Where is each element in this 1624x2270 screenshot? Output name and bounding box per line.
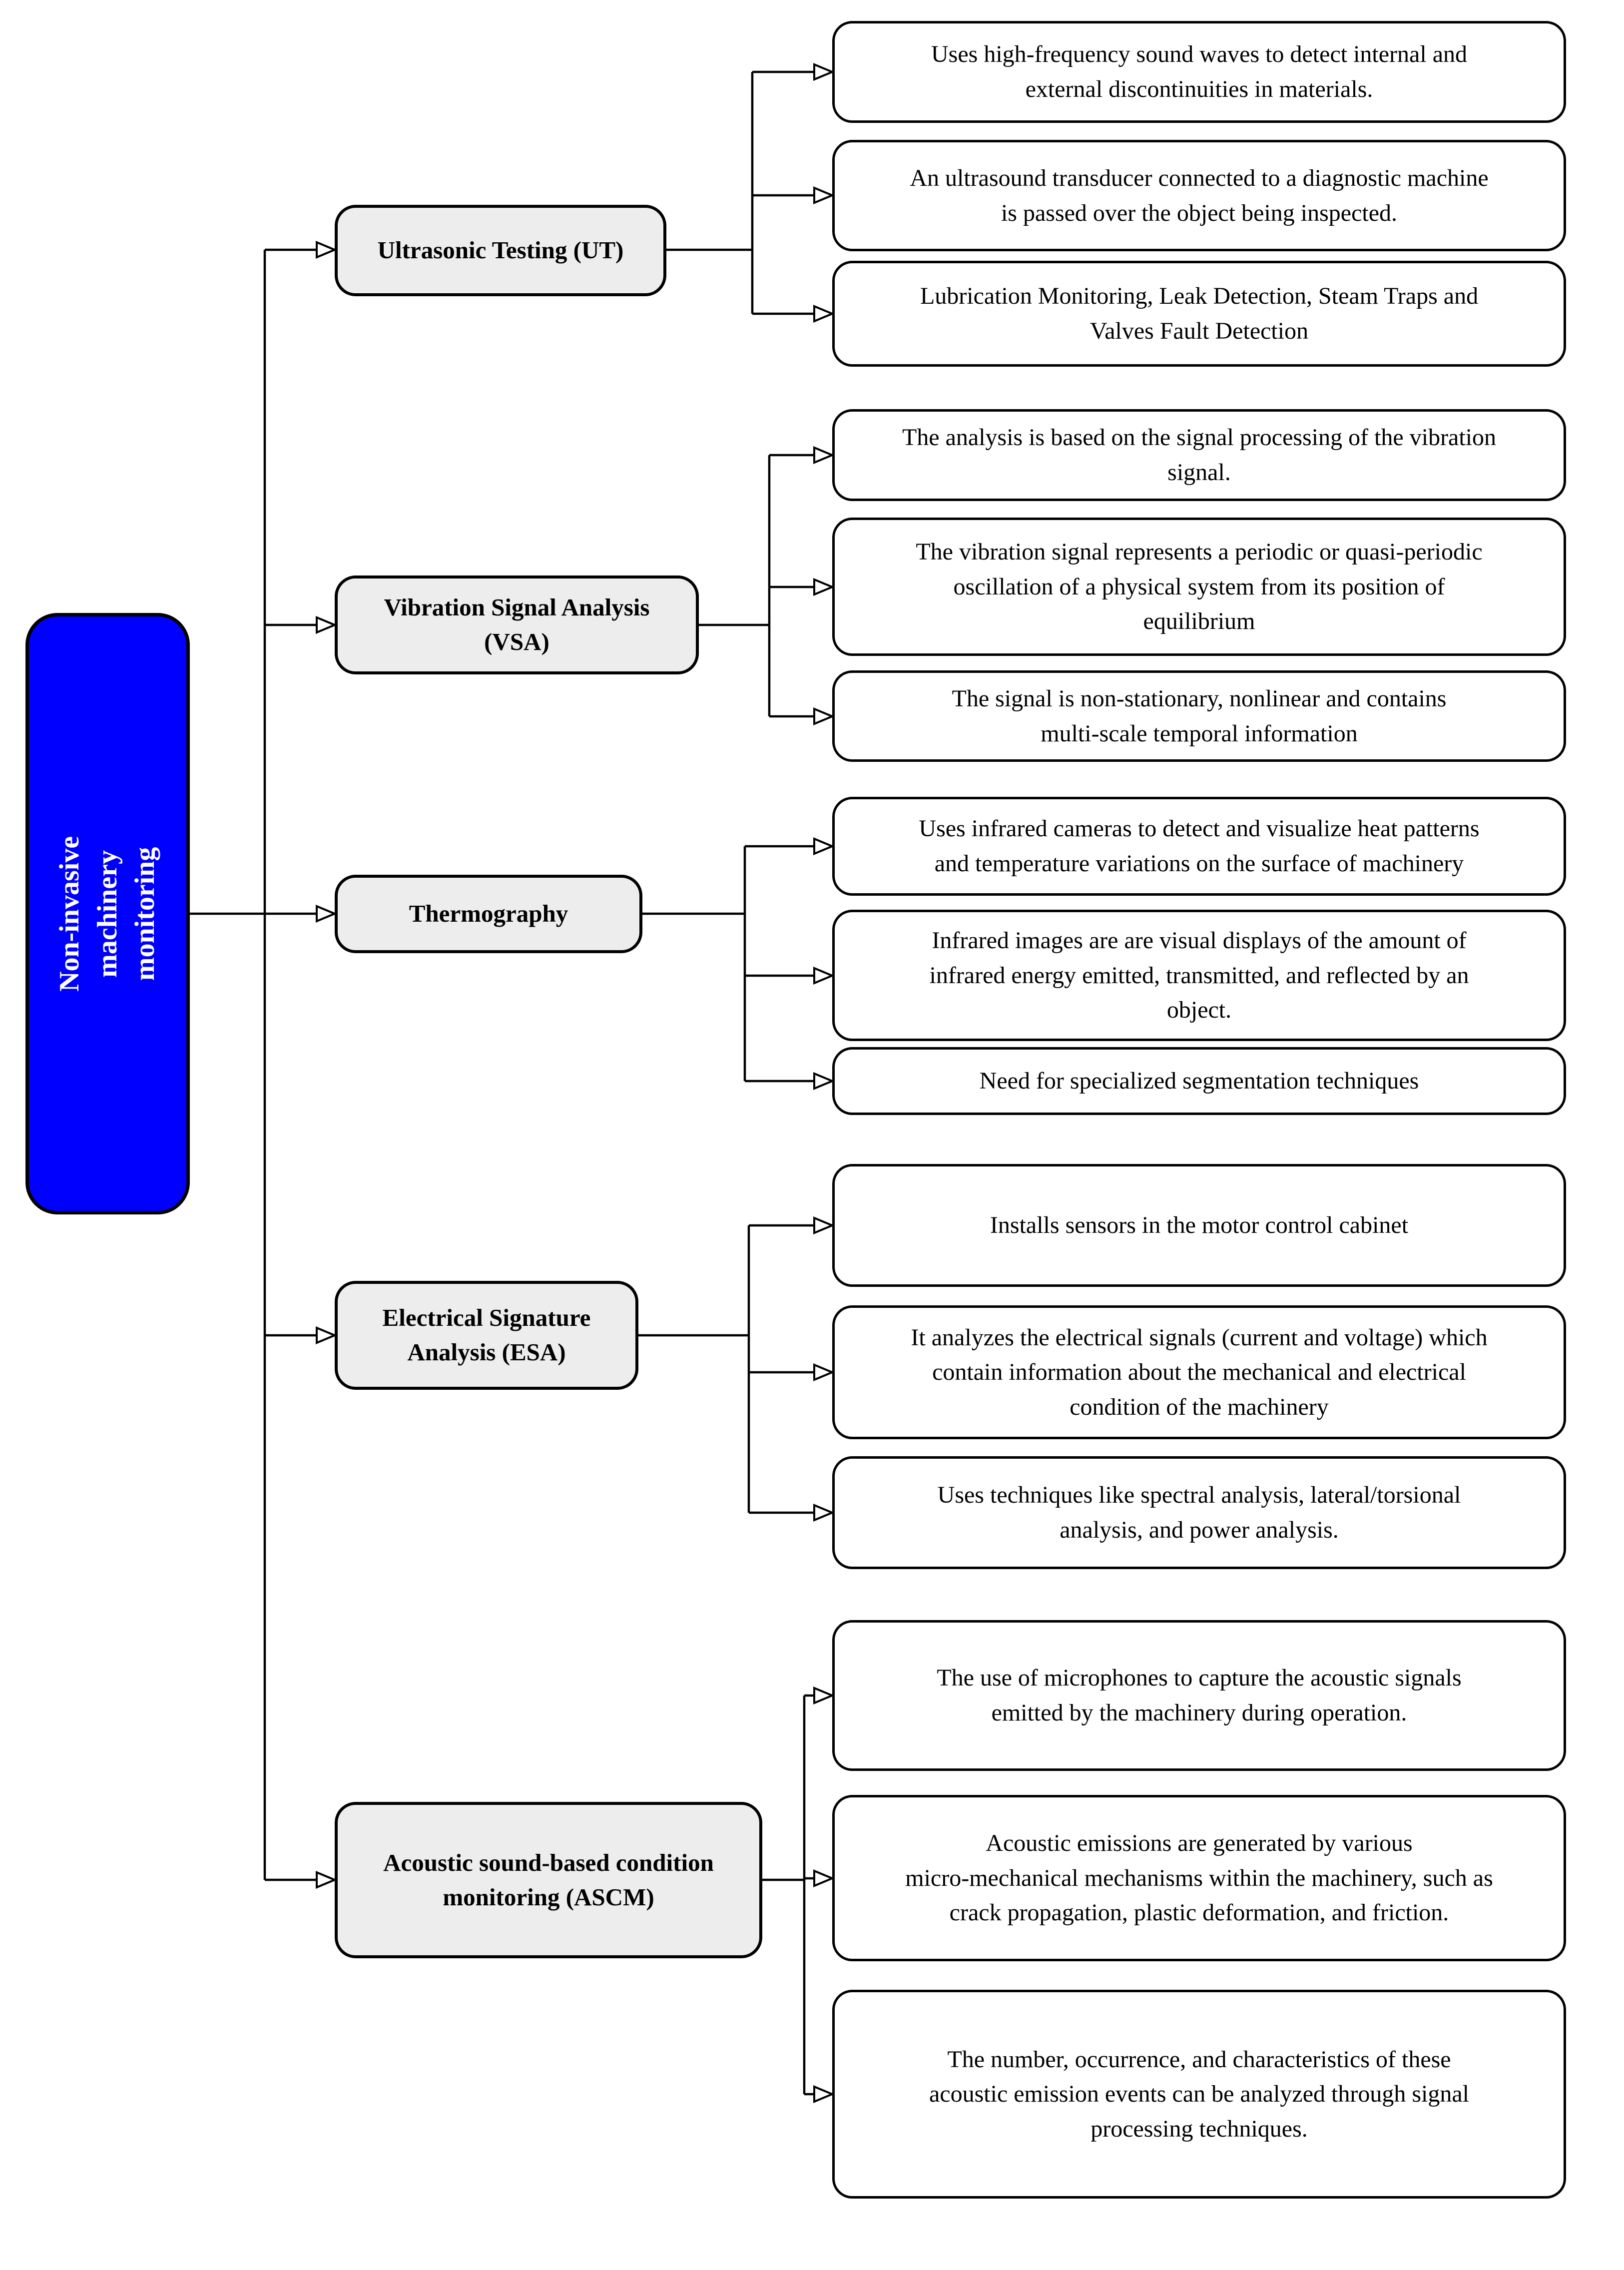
branch-label-acoustic-condition-monitoring: Acoustic sound-based condition monitorin… xyxy=(335,1802,762,1958)
arrowhead-icon xyxy=(813,1216,835,1234)
detail-box-ut-3: Lubrication Monitoring, Leak Detection, … xyxy=(832,261,1566,367)
detail-box-ascm-3: The number, occurrence, and characterist… xyxy=(832,1990,1566,2199)
arrowhead-icon xyxy=(813,578,835,596)
arrowhead-icon xyxy=(316,1871,338,1889)
detail-box-thermography-3: Need for specialized segmentation techni… xyxy=(832,1047,1566,1115)
detail-box-esa-1: Installs sensors in the motor control ca… xyxy=(832,1164,1566,1287)
detail-box-vsa-3: The signal is non-stationary, nonlinear … xyxy=(832,670,1566,762)
ut-subtree xyxy=(666,63,835,323)
esa-subtree xyxy=(638,1216,835,1522)
arrowhead-icon xyxy=(813,1687,835,1704)
detail-box-ut-2: An ultrasound transducer connected to a … xyxy=(832,140,1566,251)
arrowhead-icon xyxy=(316,616,338,634)
arrowhead-icon xyxy=(316,241,338,259)
root-node-label: Non-invasive machinery monitoring xyxy=(54,836,161,992)
ascm-subtree xyxy=(762,1687,835,2103)
branch-label-ultrasonic-testing: Ultrasonic Testing (UT) xyxy=(335,205,666,296)
arrowhead-icon xyxy=(813,707,835,725)
root-node: Non-invasive machinery monitoring xyxy=(25,613,190,1214)
arrowhead-icon xyxy=(813,1072,835,1090)
arrowhead-icon xyxy=(813,1869,835,1887)
detail-box-esa-3: Uses techniques like spectral analysis, … xyxy=(832,1456,1566,1569)
arrowhead-icon xyxy=(813,1504,835,1522)
detail-box-ascm-1: The use of microphones to capture the ac… xyxy=(832,1620,1566,1771)
detail-box-thermography-2: Infrared images are are visual displays … xyxy=(832,910,1566,1041)
branch-arrows xyxy=(265,241,338,1889)
thermography-subtree xyxy=(642,837,835,1090)
detail-box-ascm-2: Acoustic emissions are generated by vari… xyxy=(832,1795,1566,1961)
arrowhead-icon xyxy=(813,305,835,323)
arrowhead-icon xyxy=(813,2085,835,2103)
arrowhead-icon xyxy=(813,1363,835,1381)
detail-box-esa-2: It analyzes the electrical signals (curr… xyxy=(832,1305,1566,1439)
arrowhead-icon xyxy=(813,63,835,81)
arrowhead-icon xyxy=(316,1326,338,1344)
arrowhead-icon xyxy=(813,837,835,855)
branch-label-thermography: Thermography xyxy=(335,875,642,953)
branch-label-electrical-signature-analysis: Electrical Signature Analysis (ESA) xyxy=(335,1281,638,1390)
arrowhead-icon xyxy=(813,186,835,204)
arrowhead-icon xyxy=(316,905,338,923)
arrowhead-icon xyxy=(813,446,835,464)
detail-box-thermography-1: Uses infrared cameras to detect and visu… xyxy=(832,797,1566,896)
detail-box-vsa-2: The vibration signal represents a period… xyxy=(832,518,1566,656)
arrowhead-icon xyxy=(813,967,835,985)
detail-box-vsa-1: The analysis is based on the signal proc… xyxy=(832,409,1566,501)
vsa-subtree xyxy=(698,446,835,725)
detail-box-ut-1: Uses high-frequency sound waves to detec… xyxy=(832,21,1566,123)
branch-label-vibration-signal-analysis: Vibration Signal Analysis (VSA) xyxy=(335,575,699,674)
